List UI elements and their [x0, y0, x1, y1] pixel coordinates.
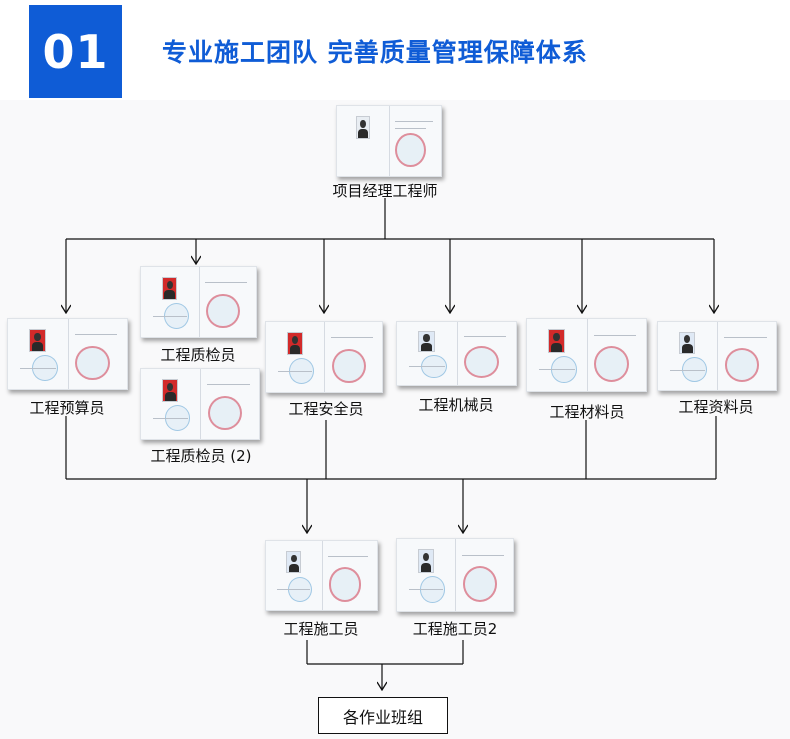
header: 01 专业施工团队 完善质量管理保障体系	[0, 0, 790, 100]
node-label-document: 工程资料员	[678, 398, 754, 416]
node-label-material: 工程材料员	[549, 403, 625, 421]
certificate-mechanic	[396, 321, 517, 386]
node-label-manager: 项目经理工程师	[332, 182, 438, 200]
certificate-construct-2	[396, 538, 514, 612]
section-number: 01	[29, 5, 122, 98]
certificate-quality-2	[140, 368, 260, 440]
diagram-background	[0, 100, 790, 739]
certificate-budget	[7, 318, 128, 390]
node-label-safety: 工程安全员	[288, 400, 364, 418]
node-label-budget: 工程预算员	[29, 399, 105, 417]
node-teams: 各作业班组	[318, 697, 448, 734]
node-label-mechanic: 工程机械员	[418, 396, 494, 414]
certificate-material	[526, 318, 647, 392]
node-label-quality-1: 工程质检员	[160, 346, 236, 364]
node-label-construct-2: 工程施工员2	[412, 620, 498, 638]
certificate-document	[657, 321, 777, 391]
certificate-quality-1	[140, 266, 257, 338]
certificate-construct-1	[265, 540, 378, 611]
page-title: 专业施工团队 完善质量管理保障体系	[162, 38, 588, 67]
node-label-quality-2: 工程质检员 (2)	[150, 447, 252, 465]
certificate-safety	[265, 321, 383, 393]
certificate-manager	[336, 105, 442, 177]
node-label-construct-1: 工程施工员	[283, 620, 359, 638]
